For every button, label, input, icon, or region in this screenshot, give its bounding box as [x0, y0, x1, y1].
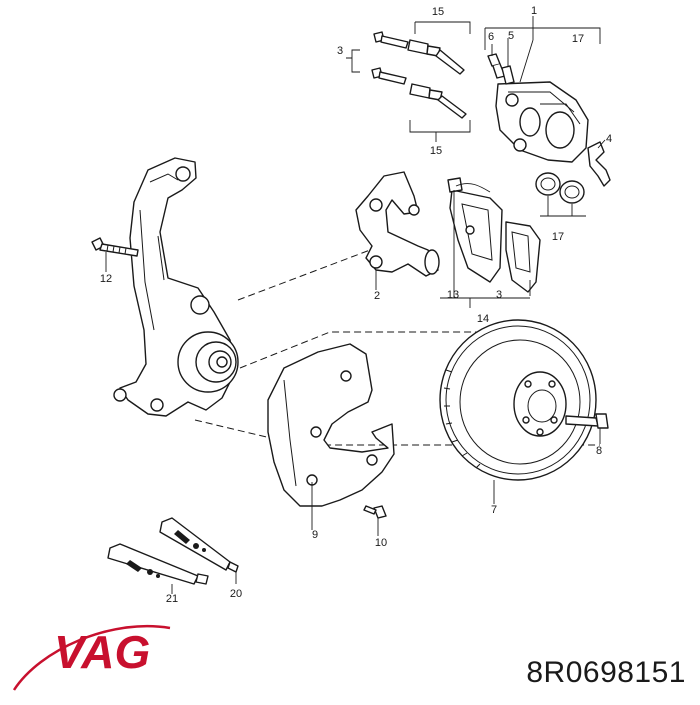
- part-number: 8R0698151: [526, 656, 686, 689]
- assembly-lines: [194, 249, 600, 446]
- callout-13: 13: [447, 289, 459, 301]
- callout-10: 10: [375, 537, 387, 549]
- bolt-10: [363, 505, 387, 519]
- brake-pads: [447, 177, 541, 293]
- brake-caliper: [495, 81, 589, 163]
- guide-bolts: [371, 31, 467, 119]
- callout-15-bottom: 15: [430, 145, 442, 157]
- callout-8: 8: [596, 445, 602, 457]
- bleeder-valve: [487, 53, 515, 85]
- callout-20: 20: [230, 588, 242, 600]
- callouts: 15 1 17 6 5 3 15 4 17 12 2 13 3 14 8 7 9…: [100, 5, 612, 605]
- vag-logo: VAG: [12, 624, 171, 691]
- callout-17-top: 17: [572, 33, 584, 45]
- callout-5: 5: [508, 30, 514, 42]
- logo-swoosh: [12, 624, 171, 691]
- caliper-carrier: [355, 171, 440, 277]
- brake-disc: [439, 319, 597, 481]
- spring-clip: [587, 141, 611, 187]
- leader-lines: [105, 16, 606, 594]
- callout-7: 7: [491, 504, 497, 516]
- callout-21: 21: [166, 593, 178, 605]
- callout-17-bottom: 17: [552, 231, 564, 243]
- callout-15-top: 15: [432, 6, 444, 18]
- callout-12: 12: [100, 273, 112, 285]
- callout-6: 6: [488, 31, 494, 43]
- splash-shield: [267, 343, 395, 507]
- callout-1: 1: [531, 5, 537, 17]
- vag-logo-text: VAG: [54, 626, 150, 678]
- piston-seals: [535, 172, 585, 204]
- callout-3-bottom: 3: [496, 289, 502, 301]
- callout-14: 14: [477, 313, 489, 325]
- callout-2: 2: [374, 290, 380, 302]
- callout-3-top: 3: [337, 45, 343, 57]
- callout-4: 4: [606, 133, 612, 145]
- grease-tube-20: [159, 517, 239, 573]
- bolt-8: [565, 413, 609, 429]
- callout-9: 9: [312, 529, 318, 541]
- grease-tube-21: [107, 543, 209, 585]
- steering-knuckle: [113, 157, 239, 417]
- bolt-12: [91, 237, 139, 257]
